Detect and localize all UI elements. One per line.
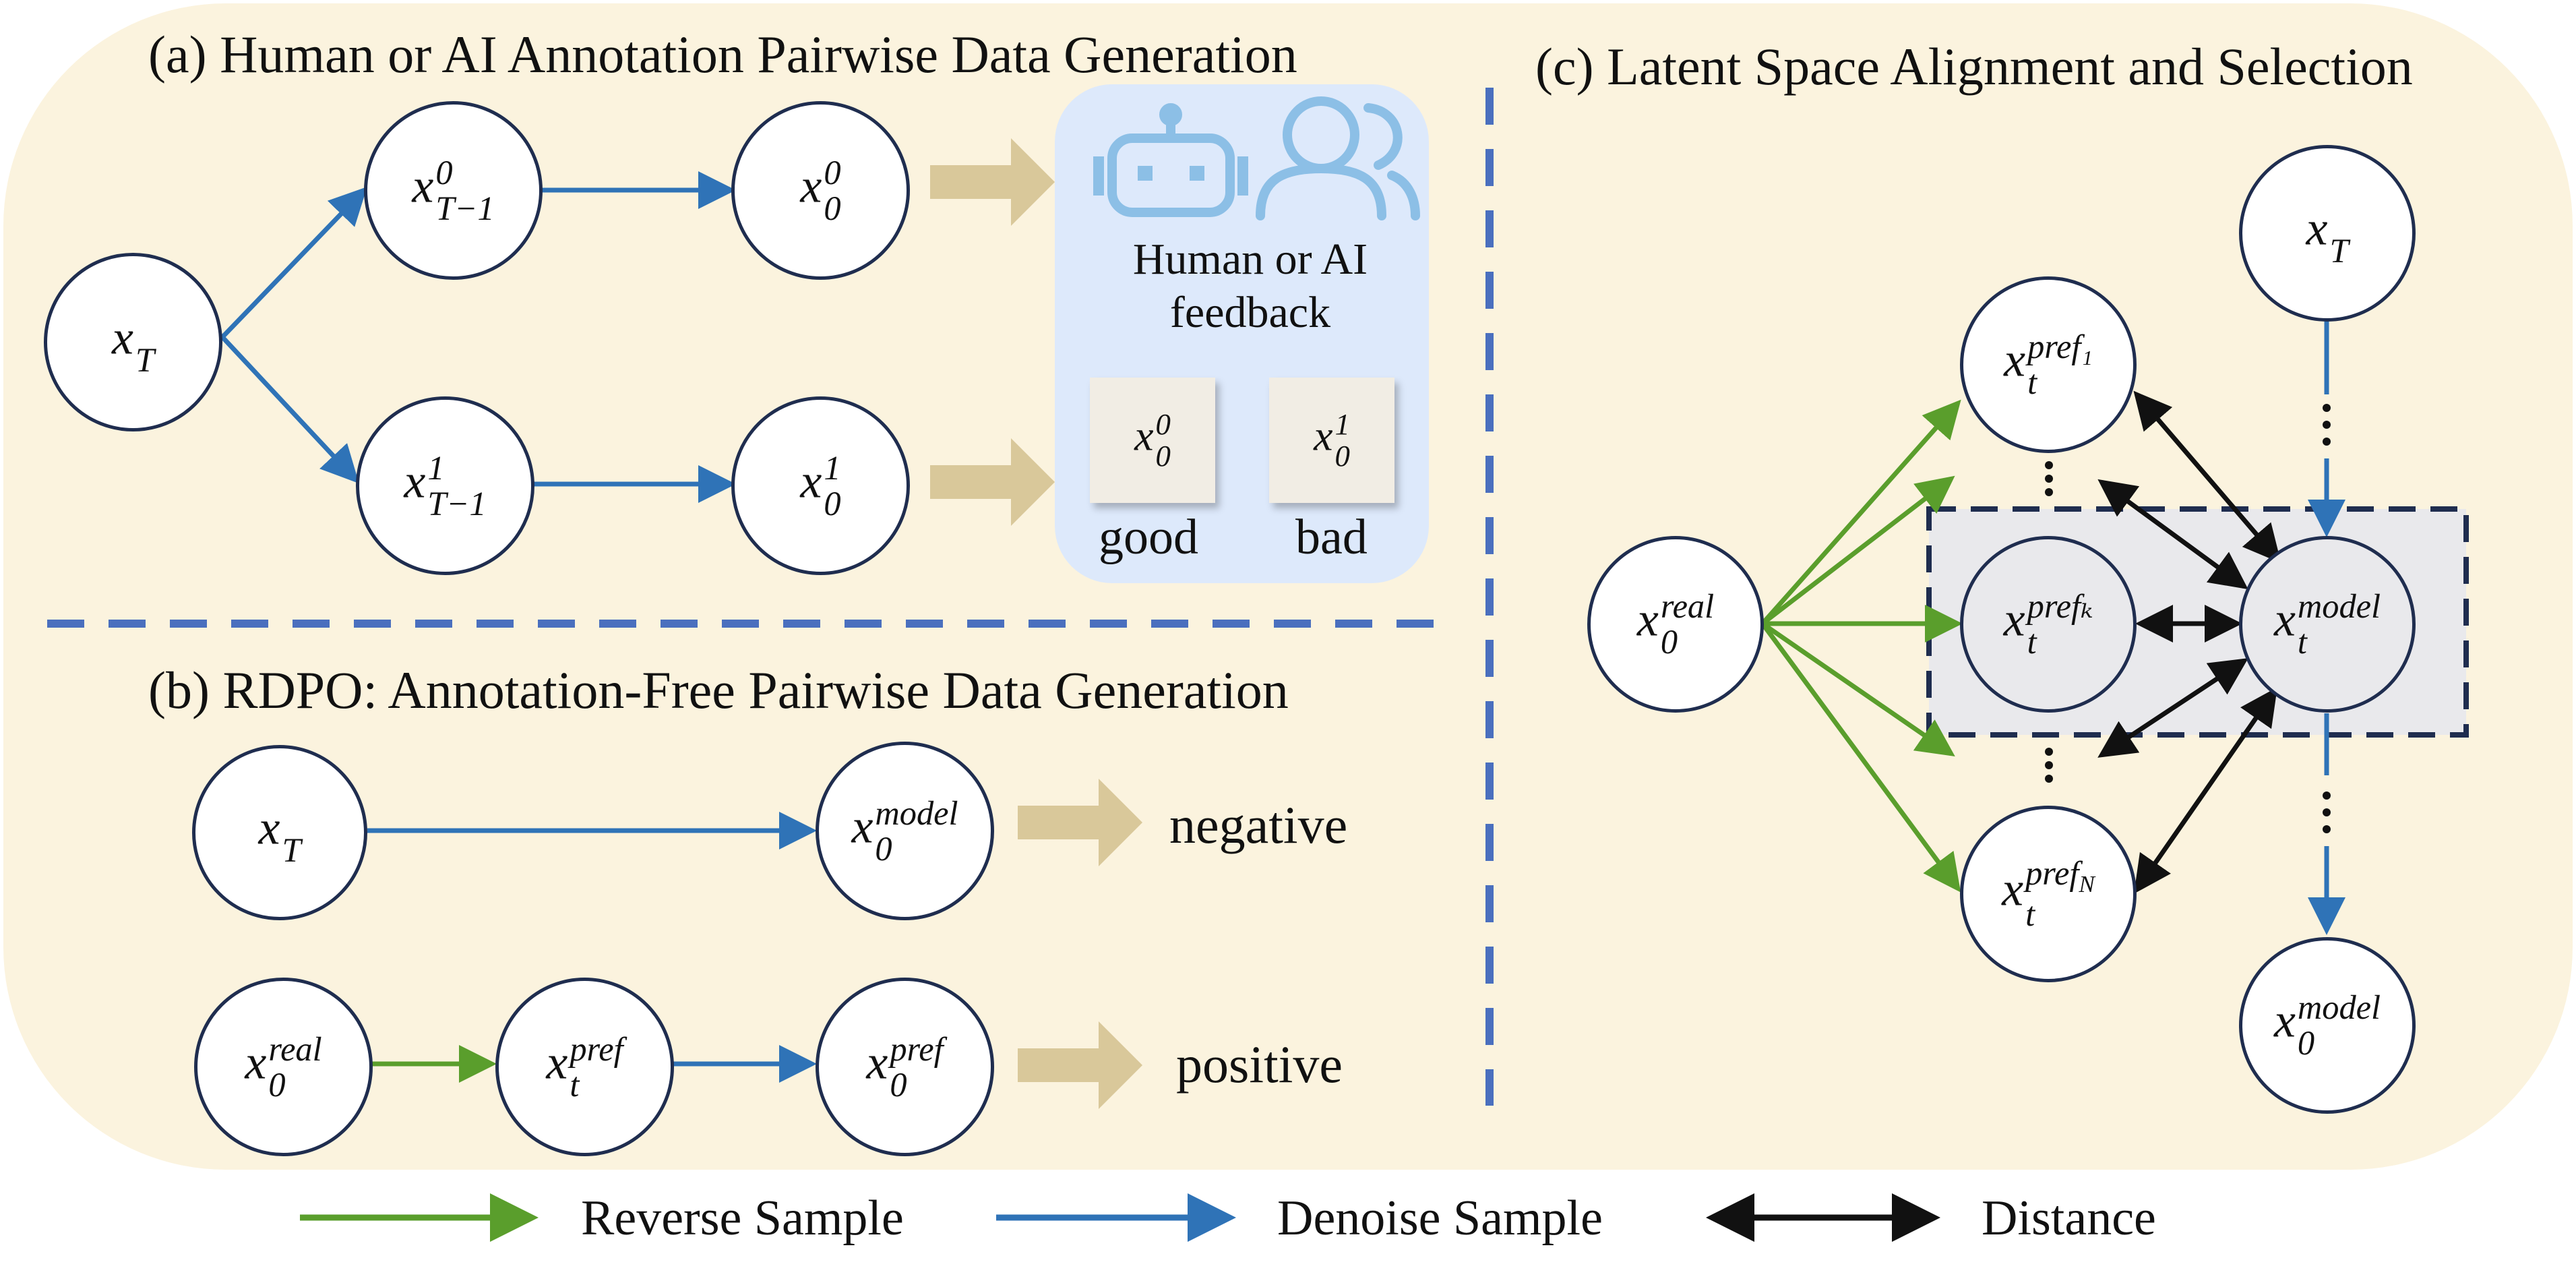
legend-reverse-label: Reverse Sample xyxy=(581,1191,904,1246)
arrow-c-distance-1 xyxy=(2133,390,2281,564)
negative-label: negative xyxy=(1169,796,1348,854)
arrow-c-distance-2 xyxy=(2097,479,2248,590)
big-arrow-a-top xyxy=(930,138,1055,226)
legend-distance-label: Distance xyxy=(1982,1191,2156,1246)
node-a-xT: x T xyxy=(44,253,222,431)
bad-label: bad xyxy=(1295,510,1368,565)
big-arrow-b-pos xyxy=(1018,1021,1142,1109)
node-c-xT: x T xyxy=(2239,145,2416,322)
big-arrow-a-bottom xyxy=(930,438,1055,526)
arrow-a-xT-to-xT1-0 xyxy=(220,186,367,339)
arrow-c-reverse-5 xyxy=(1760,622,1961,893)
arrow-c-distance-5 xyxy=(2134,687,2277,894)
panel-c-title: (c) Latent Space Alignment and Selection xyxy=(1535,37,2413,96)
robot-icon xyxy=(1093,103,1248,217)
positive-label: positive xyxy=(1176,1035,1343,1094)
big-arrow-b-neg xyxy=(1018,779,1142,866)
people-icon xyxy=(1256,96,1420,220)
feedback-label: Human or AI feedback xyxy=(1132,235,1368,338)
panel-b-title: (b) RDPO: Annotation-Free Pairwise Data … xyxy=(148,661,1289,719)
ellipsis-dots xyxy=(2045,404,2331,833)
arrow-c-reverse-4 xyxy=(1761,622,1955,756)
legend-denoise-label: Denoise Sample xyxy=(1277,1191,1603,1246)
arrow-c-reverse-1 xyxy=(1760,399,1961,626)
good-label: good xyxy=(1099,510,1198,565)
arrow-c-reverse-2 xyxy=(1760,475,1955,626)
arrow-a-xT-to-xT1-1 xyxy=(220,335,359,484)
panel-a-title: (a) Human or AI Annotation Pairwise Data… xyxy=(148,25,1297,84)
node-b-xT: x T xyxy=(192,745,367,920)
